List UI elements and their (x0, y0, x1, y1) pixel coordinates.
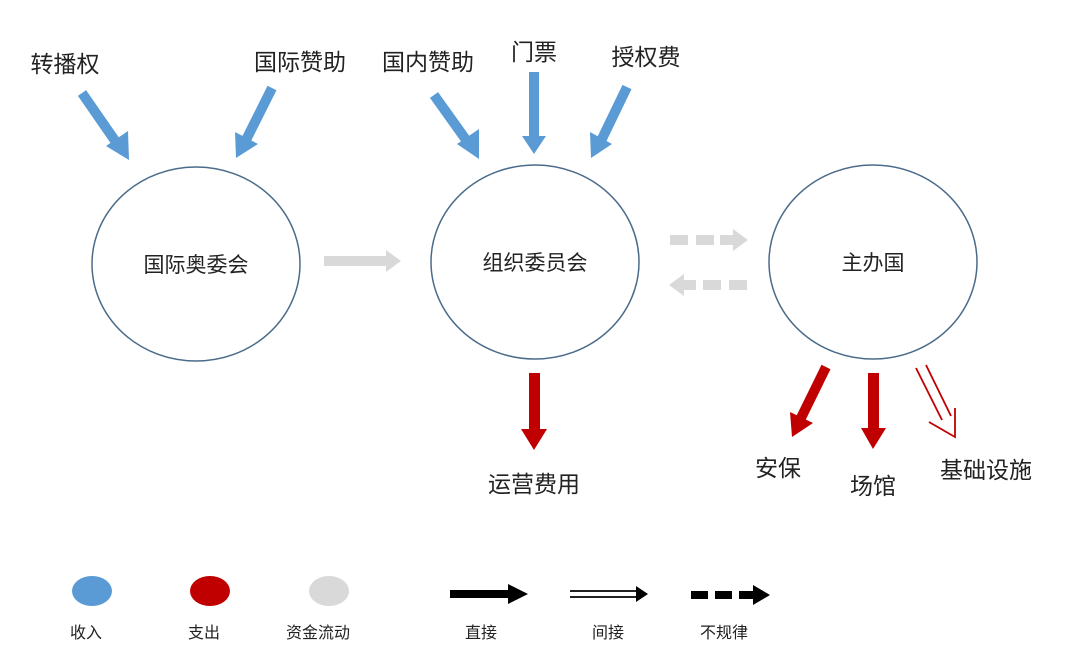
label-licensing-fees: 授权费 (612, 45, 681, 71)
irregular-arrow-ocog-to-host (670, 229, 748, 251)
expense-arrow-infrastructure-indirect (915, 364, 956, 439)
label-intl-sponsorship: 国际赞助 (254, 50, 346, 76)
legend-direct-label: 直接 (465, 623, 497, 642)
income-arrow-domestic-sponsor (429, 92, 479, 159)
node-ioc: 国际奥委会 (91, 166, 301, 362)
legend-income-label: 收入 (70, 623, 102, 642)
label-domestic-sponsorship: 国内赞助 (382, 50, 474, 76)
label-tickets: 门票 (511, 40, 557, 66)
legend-fund-flow-label: 资金流动 (286, 623, 350, 642)
legend-expense-label: 支出 (188, 623, 220, 642)
income-arrow-intl-sponsor (235, 85, 277, 158)
expense-arrow-security (790, 364, 831, 437)
node-host-label: 主办国 (842, 251, 905, 275)
legend-irregular-label: 不规律 (700, 623, 748, 642)
irregular-arrow-host-to-ocog (669, 274, 747, 296)
income-arrow-licensing (590, 84, 632, 158)
label-security: 安保 (755, 456, 801, 482)
node-ocog: 组织委员会 (430, 164, 640, 360)
node-ioc-label: 国际奥委会 (144, 253, 249, 277)
legend: 收入 支出 资金流动 直接 间接 不规律 (70, 576, 770, 642)
legend-item-expense: 支出 (188, 576, 230, 642)
label-infrastructure: 基础设施 (940, 458, 1032, 484)
label-operating-costs: 运营费用 (488, 472, 580, 498)
legend-item-fund-flow: 资金流动 (286, 576, 350, 642)
legend-indirect-label: 间接 (592, 623, 624, 642)
income-arrow-tickets (522, 72, 546, 154)
fund-flow-arrow-ioc-to-ocog (324, 250, 401, 272)
node-ocog-label: 组织委员会 (483, 251, 588, 275)
legend-item-direct: 直接 (450, 584, 528, 642)
income-arrow-broadcast (77, 90, 129, 160)
expense-arrow-operations (521, 373, 547, 450)
legend-item-income: 收入 (70, 576, 112, 642)
legend-item-irregular: 不规律 (691, 585, 770, 642)
legend-item-indirect: 间接 (570, 586, 648, 642)
node-host: 主办国 (768, 164, 978, 360)
label-venues: 场馆 (850, 474, 896, 500)
expense-arrow-venues (861, 373, 886, 449)
label-broadcast-rights: 转播权 (31, 52, 100, 78)
